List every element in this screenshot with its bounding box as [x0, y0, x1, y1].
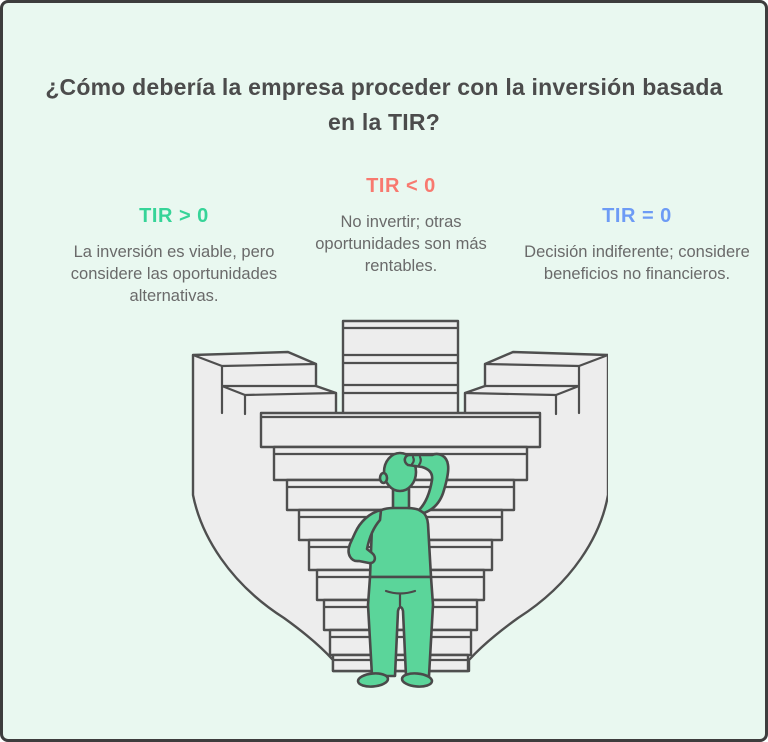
option-tir-negative-heading: TIR < 0: [366, 175, 436, 197]
option-tir-zero-body: Decisión indiferente; considere benefici…: [524, 243, 750, 283]
person-fingers: [410, 455, 422, 467]
descending-steps: [259, 411, 542, 673]
option-tir-negative-body: No invertir; otras oportunidades son más…: [315, 213, 487, 275]
left-branch-steps: [191, 353, 338, 416]
person-left-foot: [356, 672, 390, 688]
branching-staircase-illustration: [191, 319, 608, 688]
person-ear: [378, 471, 389, 485]
option-tir-negative: TIR < 0 No invertir; otras oportunidades…: [294, 175, 508, 277]
center-tower-steps: [341, 326, 460, 395]
person-right-foot: [400, 672, 434, 688]
person-right-arm: [403, 452, 450, 515]
option-tir-positive-heading: TIR > 0: [139, 205, 209, 227]
person-left-arm: [347, 508, 383, 565]
page-title: ¿Cómo debería la empresa proceder con la…: [45, 74, 723, 135]
option-tir-zero: TIR = 0 Decisión indiferente; considere …: [521, 205, 753, 286]
option-tir-positive-body: La inversión es viable, pero considere l…: [70, 243, 278, 305]
right-branch-steps: [463, 353, 608, 416]
option-tir-zero-heading: TIR = 0: [602, 205, 672, 227]
thinking-person: [347, 451, 450, 688]
person-pants-seam: [384, 589, 417, 608]
option-tir-positive: TIR > 0 La inversión es viable, pero con…: [55, 205, 293, 307]
